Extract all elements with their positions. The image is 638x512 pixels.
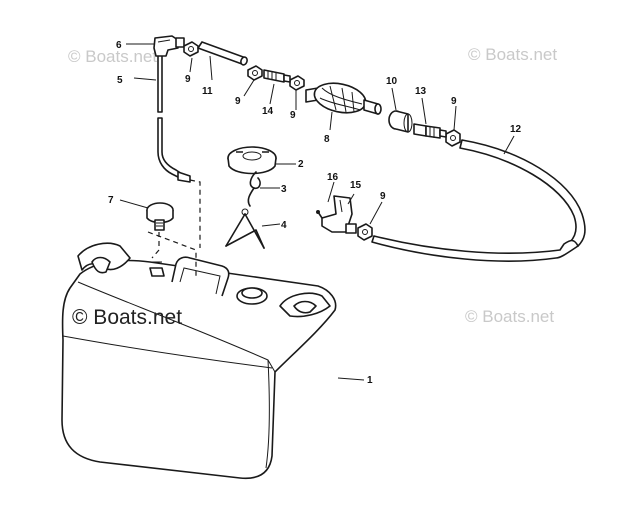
cap-retainer-spring[interactable]: [225, 208, 265, 249]
fuel-pickup-tube[interactable]: [157, 53, 201, 248]
tank-fitting-elbow[interactable]: [321, 195, 357, 234]
callout-8: 8: [324, 134, 330, 145]
primer-bulb[interactable]: [305, 79, 382, 117]
callout-14: 14: [262, 106, 274, 117]
callout-9-top-left: 9: [185, 74, 191, 85]
fuel-gauge[interactable]: [146, 202, 197, 276]
callout-9-far-right: 9: [451, 96, 457, 107]
hose-clamp-5[interactable]: [357, 223, 373, 241]
hose-clamp-1[interactable]: [183, 41, 199, 57]
callout-5: 5: [117, 75, 123, 86]
watermark-center: © Boats.net: [72, 306, 182, 329]
callout-6: 6: [116, 40, 122, 51]
hose-clamp-3[interactable]: [289, 75, 305, 91]
fuel-line-fitting[interactable]: [413, 123, 447, 139]
callout-11: 11: [202, 86, 213, 97]
callout-12: 12: [510, 124, 522, 135]
watermark-top-right: © Boats.net: [468, 45, 557, 64]
callout-7: 7: [108, 195, 114, 206]
long-fuel-hose[interactable]: [371, 139, 586, 262]
fuel-cap[interactable]: [227, 146, 277, 175]
callout-15: 15: [350, 180, 362, 191]
watermark-top-left: © Boats.net: [68, 47, 157, 66]
callout-10: 10: [386, 76, 398, 87]
fuel-tank[interactable]: [61, 242, 337, 480]
elbow-fitting[interactable]: [153, 35, 185, 57]
check-valve[interactable]: [388, 110, 413, 133]
callout-4: 4: [281, 220, 287, 231]
callout-2: 2: [298, 159, 304, 170]
leader-lines: [119, 43, 515, 381]
callout-16: 16: [327, 172, 339, 183]
callout-1: 1: [367, 375, 373, 386]
hose-connector[interactable]: [263, 69, 291, 83]
callout-9-mid: 9: [235, 96, 241, 107]
short-fuel-hose[interactable]: [197, 41, 248, 66]
watermark-bottom-right: © Boats.net: [465, 307, 554, 326]
small-pin[interactable]: [316, 210, 323, 219]
hose-clamp-2[interactable]: [247, 65, 263, 81]
callout-3: 3: [281, 184, 287, 195]
callout-13: 13: [415, 86, 427, 97]
callout-9-lower: 9: [380, 191, 386, 202]
callout-9-right: 9: [290, 110, 296, 121]
hose-clamp-4[interactable]: [445, 129, 461, 147]
cap-retainer-clip[interactable]: [247, 171, 261, 207]
